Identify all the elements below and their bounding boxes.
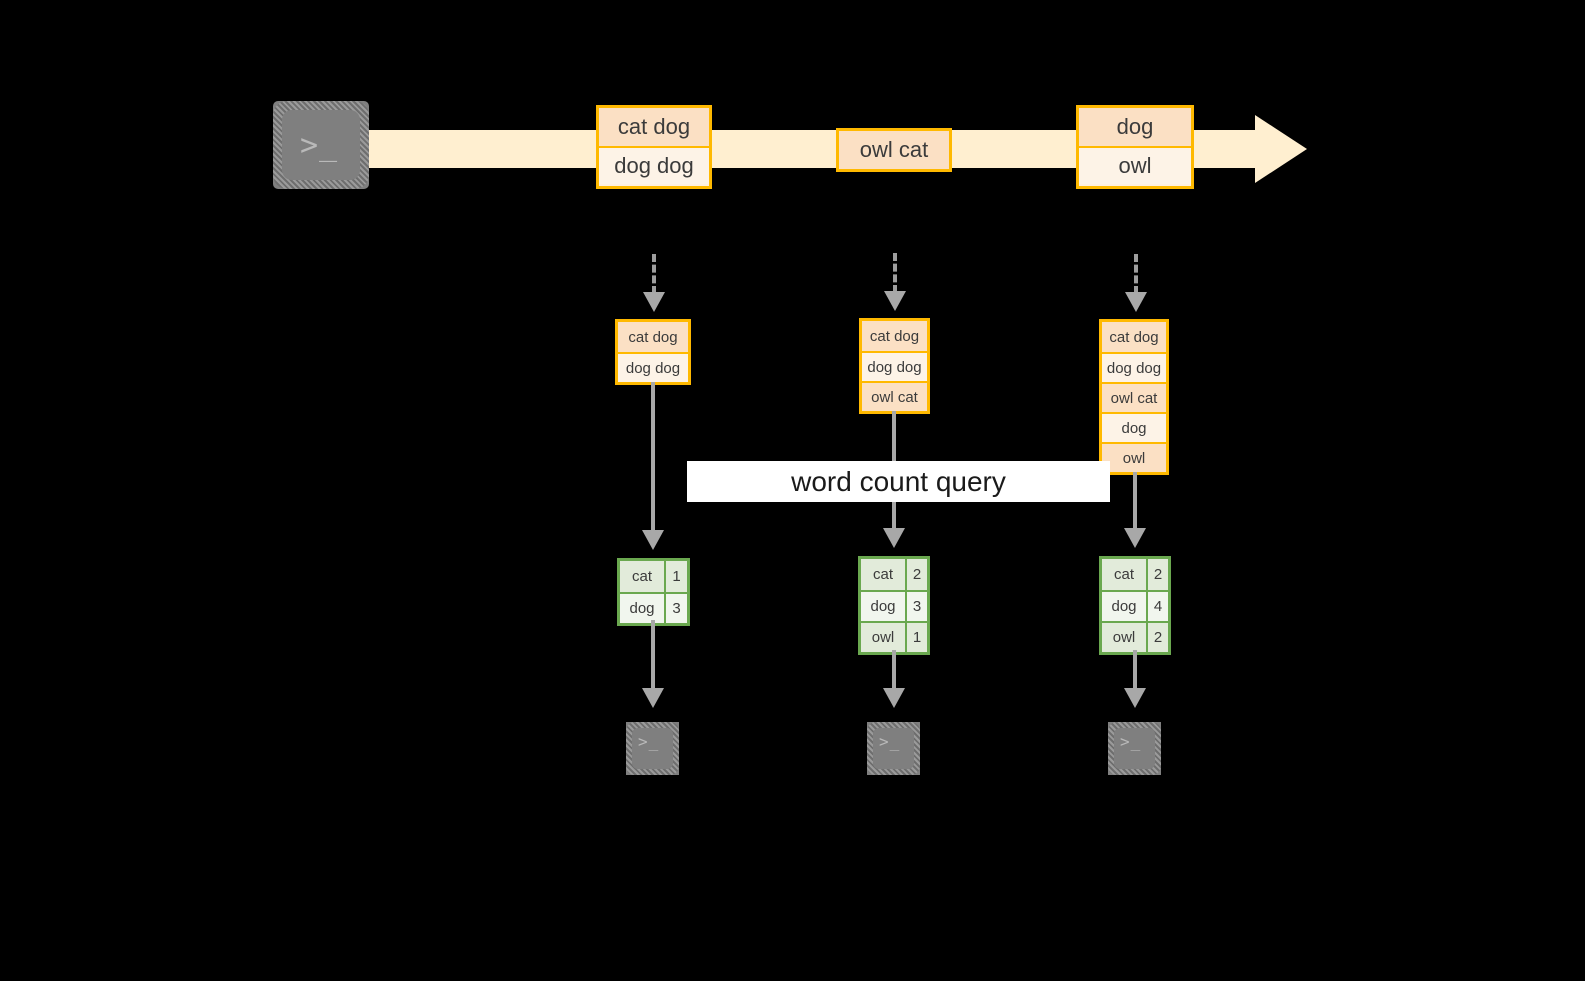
result-table-trigger-3: cat 2 dog 4 owl 2: [1099, 556, 1171, 655]
result-count-cell: 3: [664, 594, 687, 623]
stream-batch-1: cat dog dog dog: [596, 105, 712, 189]
stream-batch-3-line-1: dog: [1079, 108, 1191, 146]
dashed-connector-3: [1134, 254, 1138, 294]
query-connector-3: [1133, 472, 1137, 537]
terminal-screen: [632, 728, 673, 769]
stream-batch-1-line-1: cat dog: [599, 108, 709, 146]
query-connector-3-arrowhead-icon: [1124, 528, 1146, 548]
input-stack-trigger-2: cat dog dog dog owl cat: [859, 318, 930, 414]
sink-connector-1: [651, 620, 655, 692]
result-word-cell: dog: [861, 592, 905, 621]
result-count-cell: 2: [1146, 559, 1168, 590]
result-count-cell: 1: [905, 623, 927, 652]
query-connector-1: [651, 382, 655, 537]
terminal-screen: [282, 110, 360, 180]
result-word-cell: dog: [1102, 592, 1146, 621]
result-row: cat 1: [620, 561, 687, 592]
sink-terminal-icon-3: >_: [1099, 713, 1170, 784]
result-count-cell: 3: [905, 592, 927, 621]
dashed-connector-3-arrowhead-icon: [1125, 292, 1147, 312]
input-stack-1-row-2: dog dog: [618, 352, 688, 382]
result-word-cell: cat: [861, 559, 905, 590]
terminal-screen: [1114, 728, 1155, 769]
stream-batch-2: owl cat: [836, 128, 952, 172]
result-word-cell: cat: [620, 561, 664, 592]
query-label-band: word count query: [687, 461, 1110, 502]
input-stack-3-row-3: owl cat: [1102, 382, 1166, 412]
stream-batch-1-line-2: dog dog: [599, 146, 709, 184]
source-terminal-icon: >_: [264, 92, 378, 198]
input-stack-1-row-1: cat dog: [618, 322, 688, 352]
query-connector-1-arrowhead-icon: [642, 530, 664, 550]
input-stack-3-row-4: dog: [1102, 412, 1166, 442]
stream-batch-3: dog owl: [1076, 105, 1194, 189]
result-word-cell: owl: [861, 623, 905, 652]
result-table-trigger-2: cat 2 dog 3 owl 1: [858, 556, 930, 655]
result-row: owl 2: [1102, 621, 1168, 652]
input-stack-trigger-3: cat dog dog dog owl cat dog owl: [1099, 319, 1169, 475]
input-stack-3-row-1: cat dog: [1102, 322, 1166, 352]
result-row: dog 3: [620, 592, 687, 623]
result-count-cell: 2: [905, 559, 927, 590]
sink-terminal-icon-1: >_: [617, 713, 688, 784]
sink-connector-1-arrowhead-icon: [642, 688, 664, 708]
input-stack-2-row-3: owl cat: [862, 381, 927, 411]
sink-connector-2-arrowhead-icon: [883, 688, 905, 708]
result-word-cell: dog: [620, 594, 664, 623]
result-count-cell: 4: [1146, 592, 1168, 621]
stream-arrowhead-icon: [1255, 115, 1307, 183]
dashed-connector-1-arrowhead-icon: [643, 292, 665, 312]
result-count-cell: 2: [1146, 623, 1168, 652]
result-table-trigger-1: cat 1 dog 3: [617, 558, 690, 626]
sink-connector-3: [1133, 650, 1137, 692]
sink-connector-2: [892, 650, 896, 692]
result-row: dog 3: [861, 590, 927, 621]
terminal-screen: [873, 728, 914, 769]
input-stack-2-row-1: cat dog: [862, 321, 927, 351]
result-row: dog 4: [1102, 590, 1168, 621]
sink-connector-3-arrowhead-icon: [1124, 688, 1146, 708]
result-word-cell: owl: [1102, 623, 1146, 652]
result-row: cat 2: [861, 559, 927, 590]
input-stack-trigger-1: cat dog dog dog: [615, 319, 691, 385]
dashed-connector-2-arrowhead-icon: [884, 291, 906, 311]
input-stack-3-row-5: owl: [1102, 442, 1166, 472]
stream-batch-3-line-2: owl: [1079, 146, 1191, 184]
query-label-text: word count query: [791, 465, 1006, 497]
input-stack-3-row-2: dog dog: [1102, 352, 1166, 382]
dashed-connector-1: [652, 254, 656, 294]
result-word-cell: cat: [1102, 559, 1146, 590]
input-stack-2-row-2: dog dog: [862, 351, 927, 381]
dashed-connector-2: [893, 253, 897, 293]
terminal-prompt-glyph: >_: [300, 128, 339, 163]
query-connector-2-arrowhead-icon: [883, 528, 905, 548]
result-count-cell: 1: [664, 561, 687, 592]
sink-terminal-icon-2: >_: [858, 713, 929, 784]
result-row: owl 1: [861, 621, 927, 652]
stream-batch-2-line-1: owl cat: [839, 131, 949, 169]
result-row: cat 2: [1102, 559, 1168, 590]
terminal-prompt-glyph: >_: [879, 732, 901, 751]
terminal-prompt-glyph: >_: [638, 732, 660, 751]
terminal-prompt-glyph: >_: [1120, 732, 1142, 751]
